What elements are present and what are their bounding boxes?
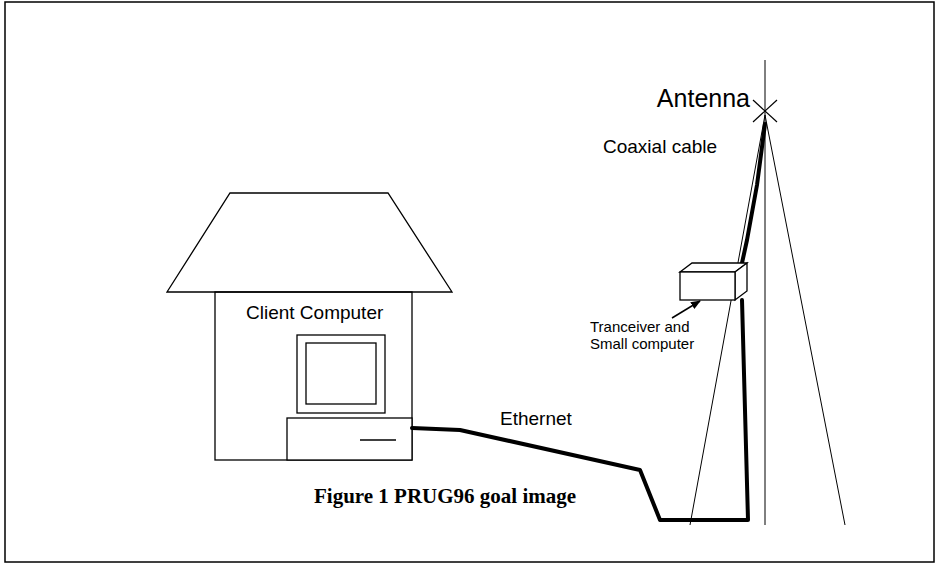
box-front [680, 272, 735, 300]
drive-slot [360, 439, 396, 440]
house-wall [215, 292, 412, 460]
coaxial-cable [742, 124, 765, 263]
leader-arrow [672, 301, 700, 318]
antenna-element [753, 100, 777, 122]
antenna-element [753, 100, 777, 122]
house-roof [167, 193, 452, 292]
computer-base [287, 418, 412, 460]
client-computer: Client Computer [246, 300, 412, 460]
transceiver-box: Tranceiver and Small computer [680, 263, 747, 300]
figure-caption: Figure 1 PRUG96 goal image [314, 484, 576, 509]
monitor [297, 335, 385, 413]
node-label: Client Computer [246, 300, 412, 324]
guy-wire [765, 115, 845, 525]
monitor-screen [306, 343, 376, 404]
frame-border [5, 2, 934, 562]
antenna-node: Antenna [752, 98, 778, 124]
node-label: Antenna [657, 84, 750, 113]
box-side [735, 263, 747, 300]
guy-wire [690, 115, 765, 525]
cable-label: Coaxial cable [603, 136, 717, 158]
node-label: Tranceiver and Small computer [590, 318, 705, 353]
cable-label: Ethernet [500, 408, 572, 430]
